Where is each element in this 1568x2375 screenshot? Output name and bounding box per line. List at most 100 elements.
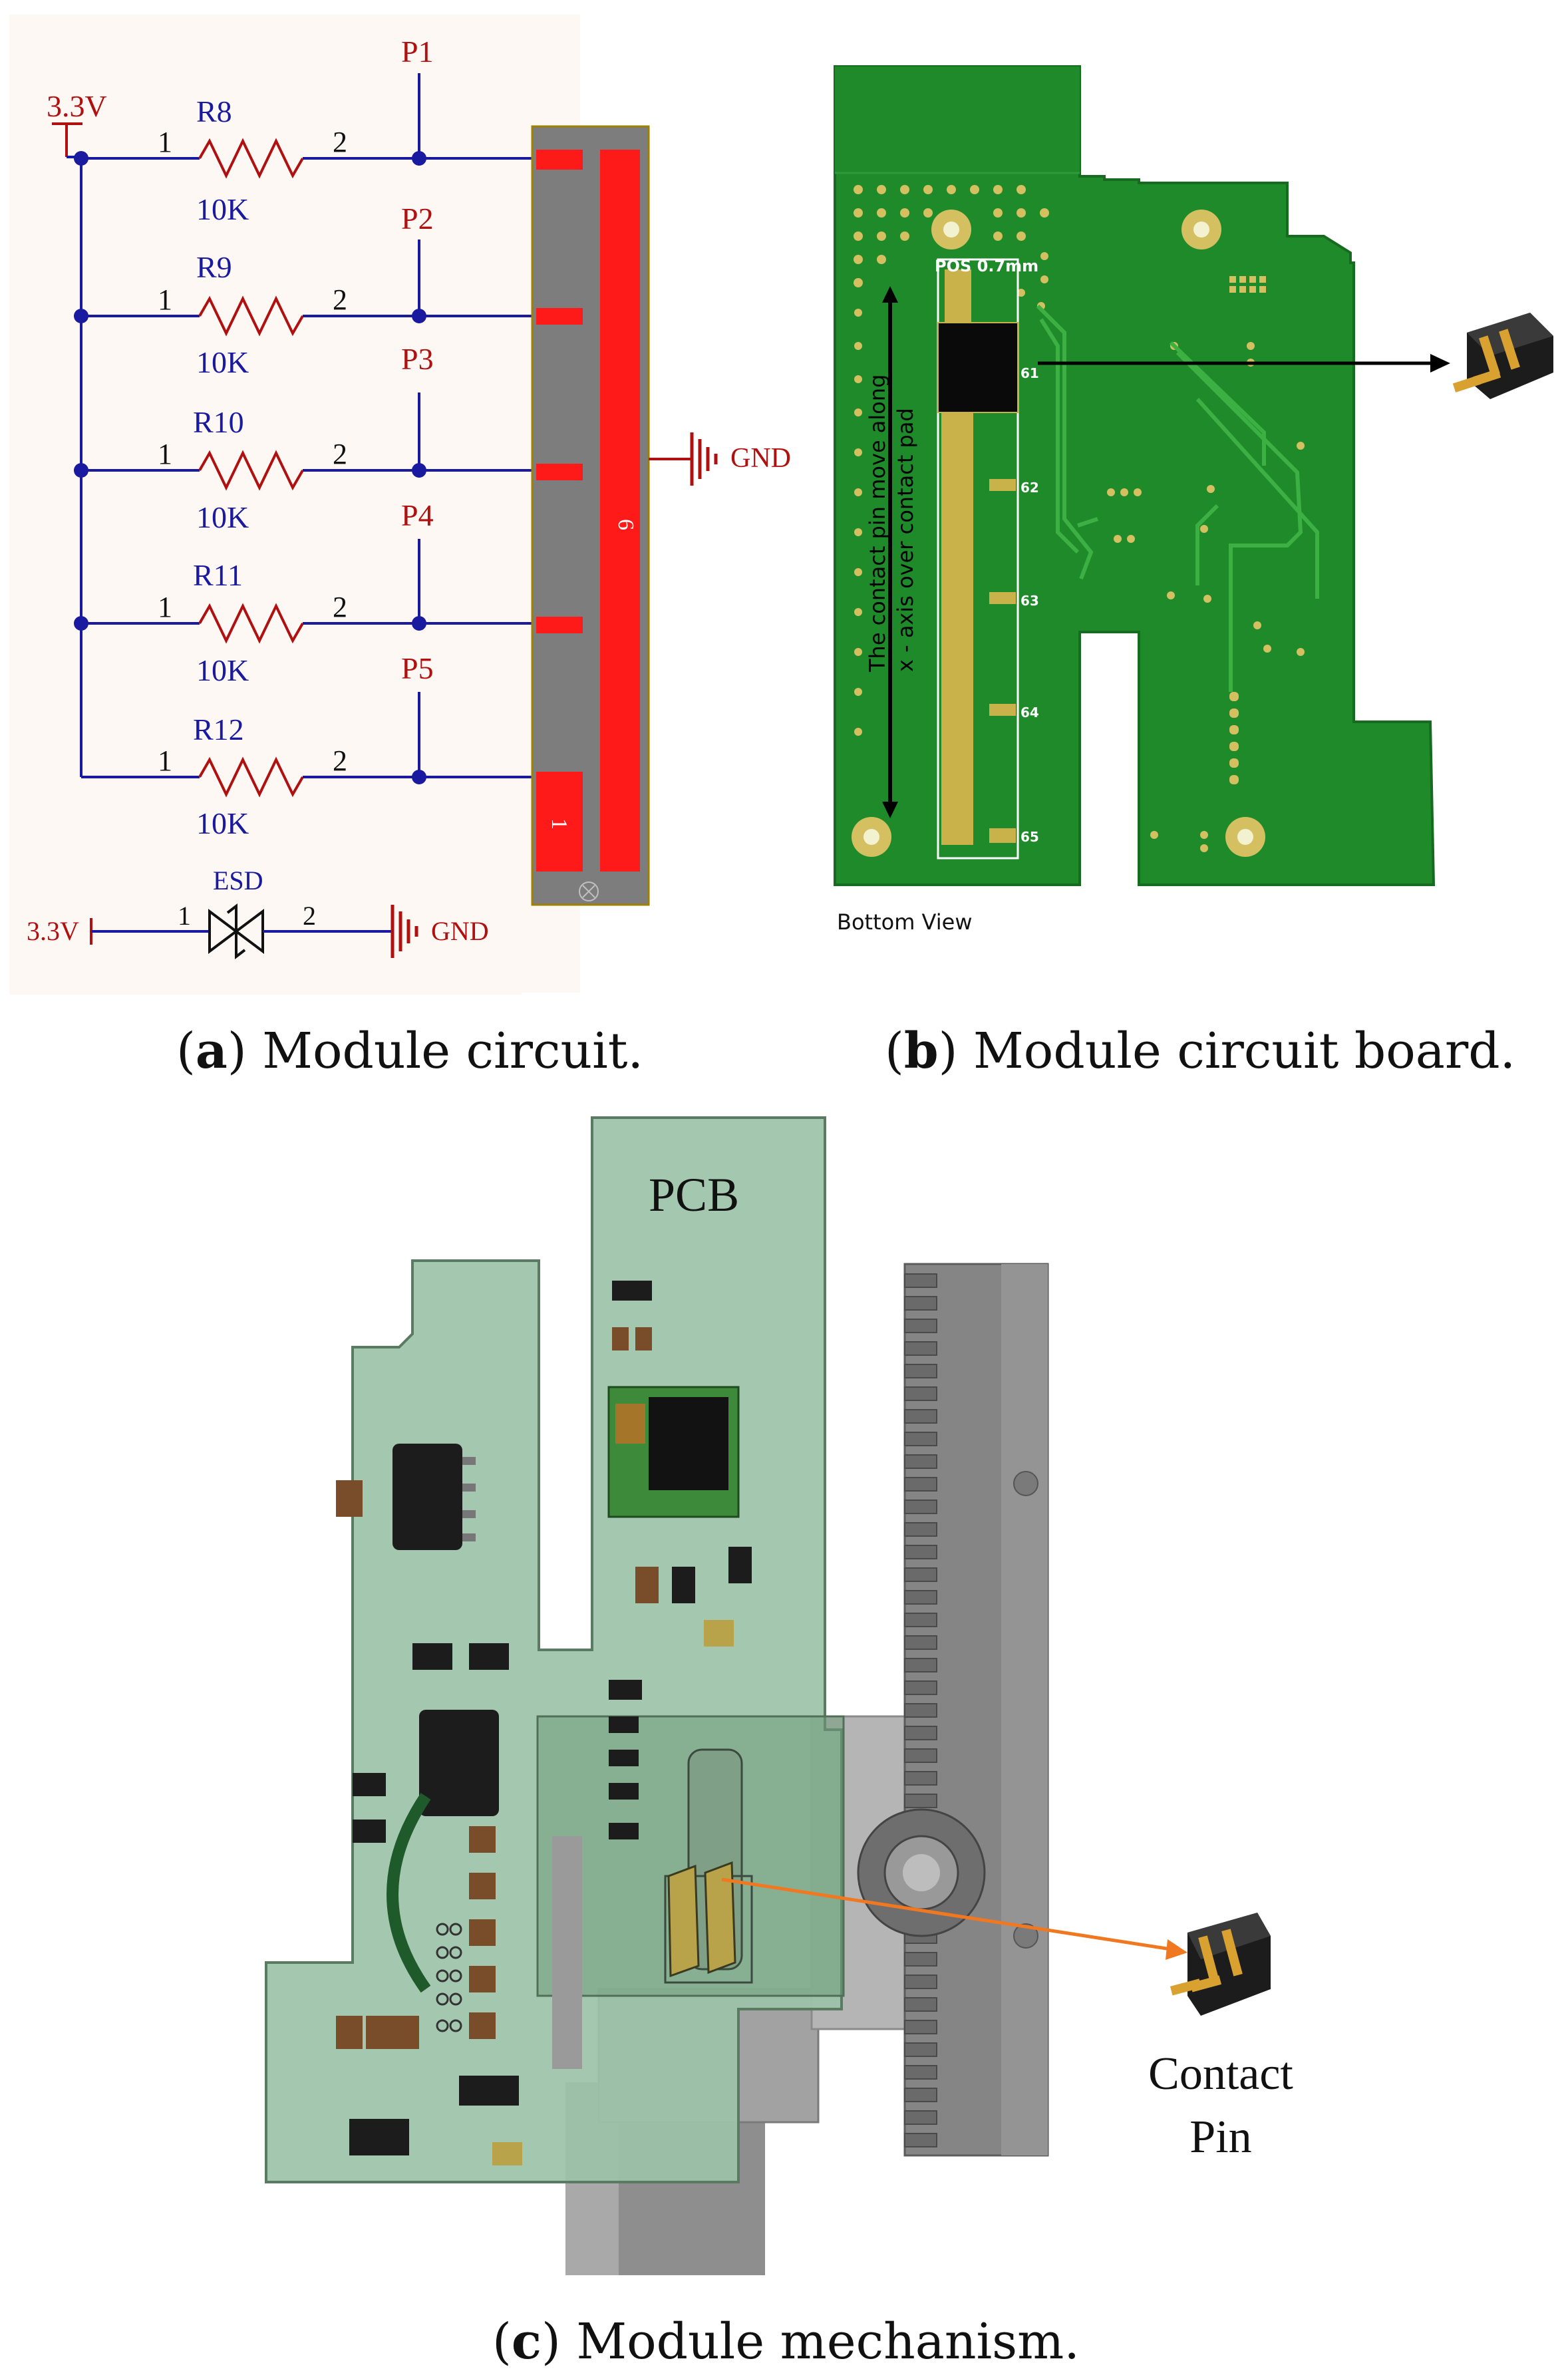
svg-text:2: 2: [333, 591, 347, 623]
pcb-label: PCB: [649, 1168, 739, 1221]
rack-screw: [1013, 1923, 1038, 1949]
rack-tooth: [904, 2042, 937, 2057]
net-label: P3: [401, 342, 434, 376]
axis-note-1: The contact pin move along: [865, 375, 890, 673]
connector-pin-6-label: 6: [613, 519, 638, 530]
resistor-ref: R8: [196, 94, 232, 128]
rack-tooth: [904, 1613, 937, 1627]
resistor-symbol: [198, 138, 304, 179]
rack-screw: [1013, 1471, 1038, 1496]
rack-tooth: [904, 1364, 937, 1378]
svg-text:2: 2: [333, 438, 347, 470]
rack-tooth: [904, 1454, 937, 1469]
junction-dot: [412, 463, 426, 478]
connector-pad-p3: [536, 464, 583, 480]
rack-tooth: [904, 1680, 937, 1695]
junction-dot: [412, 616, 426, 631]
contact-pad-5: [989, 828, 1016, 843]
rack-tooth: [904, 1477, 937, 1492]
esd-gnd-label: GND: [431, 916, 489, 946]
pos-label: POS 0.7mm: [935, 257, 1038, 275]
svg-text:1: 1: [158, 744, 172, 777]
rack-tooth: [904, 2088, 937, 2102]
svg-text:2: 2: [333, 744, 347, 777]
contact-pad-3: [989, 592, 1016, 604]
rack-tooth: [904, 1997, 937, 2012]
svg-text:1: 1: [158, 591, 172, 623]
rack-tooth: [904, 1567, 937, 1582]
rack-tooth: [904, 2110, 937, 2125]
caption-b: (b) Module circuit board.: [885, 1023, 1515, 1080]
contact-pad-2: [989, 479, 1016, 491]
pcb-components: [336, 1281, 752, 2165]
pad-label-4: 64: [1020, 705, 1039, 720]
connector-pad-p5: [536, 772, 583, 871]
rack-tooth: [904, 1296, 937, 1311]
junction-dot: [412, 309, 426, 323]
pcb-traces: [1036, 304, 1319, 692]
net-label: P4: [401, 498, 434, 532]
axis-note-2: x - axis over contact pad: [893, 408, 918, 672]
rack-tooth: [904, 1432, 937, 1446]
contact-arrow: [721, 1877, 1172, 1951]
gnd-label: GND: [730, 443, 791, 474]
resistor-ref: R9: [196, 250, 232, 284]
mounting-holes: [852, 210, 1265, 857]
resistor-ref: R10: [193, 405, 244, 439]
rack-tooth: [904, 1273, 937, 1288]
rack-tooth: [904, 1545, 937, 1559]
pcb-slot: [552, 1836, 582, 2069]
resistor-row-1: 1 2 R8 10K P1: [74, 35, 536, 226]
resistor-symbol: [198, 756, 304, 798]
pcb-board: [834, 65, 1436, 886]
resistor-ref: R12: [193, 712, 244, 746]
rack-tooth: [904, 2020, 937, 2034]
panel-c-mechanism: PCB Contact Pin: [265, 1116, 1293, 2275]
rack-tooth: [904, 1703, 937, 1718]
supply-label: 3.3V: [47, 89, 107, 123]
rack-tooth: [904, 1748, 937, 1763]
net-label: P5: [401, 651, 434, 685]
contact-pad-4: [989, 704, 1016, 716]
view-label: Bottom View: [837, 909, 972, 935]
rack-tooth: [904, 1319, 937, 1333]
resistor-value: 10K: [196, 192, 249, 226]
rack-tooth: [904, 1975, 937, 1989]
panel-a-schematic: 3.3V 1 2 R8 10K P1 1: [9, 15, 791, 995]
svg-text:1: 1: [158, 283, 172, 316]
slider-contact-pin: [667, 1861, 736, 1978]
resistor-value: 10K: [196, 345, 249, 379]
rack-tooth: [904, 1341, 937, 1356]
pad-label-3: 63: [1020, 593, 1039, 609]
resistor-symbol: [198, 450, 304, 491]
connector-pad-p4: [536, 617, 583, 633]
junction-dot: [412, 151, 426, 166]
rack-tooth: [904, 1658, 937, 1672]
contact-pin-icon-c: [1170, 1913, 1271, 2016]
resistor-row-4: 1 2 R11 10K P4: [74, 498, 536, 687]
pad-label-2: 62: [1020, 480, 1039, 496]
connector-ground-pad: [600, 150, 640, 871]
esd-diode-row: 3.3V ESD 1 2 GND: [9, 866, 522, 995]
rack-tooth: [904, 1386, 937, 1401]
rack-tooth: [904, 1522, 937, 1537]
connector-pin-1-label: 1: [547, 818, 571, 830]
schematic-background: [9, 15, 580, 993]
rack-tooth: [904, 2065, 937, 2080]
connector-pad-p2: [536, 308, 583, 325]
svg-text:1: 1: [158, 438, 172, 470]
pad-label-5: 65: [1020, 829, 1039, 845]
svg-text:2: 2: [303, 901, 316, 931]
rack-tooth: [904, 1952, 937, 1967]
connector: 6 1: [531, 125, 650, 906]
resistor-value: 10K: [196, 806, 249, 840]
junction-dot: [412, 770, 426, 784]
svg-text:1: 1: [178, 901, 191, 931]
contact-pad-long: [941, 399, 973, 845]
pad-label-1: 61: [1020, 365, 1039, 381]
resistor-symbol: [198, 603, 304, 644]
contact-pin-footprint: [937, 322, 1019, 413]
resistor-row-2: 1 2 R9 10K P2: [74, 202, 536, 379]
ground-symbol: GND: [649, 432, 791, 486]
